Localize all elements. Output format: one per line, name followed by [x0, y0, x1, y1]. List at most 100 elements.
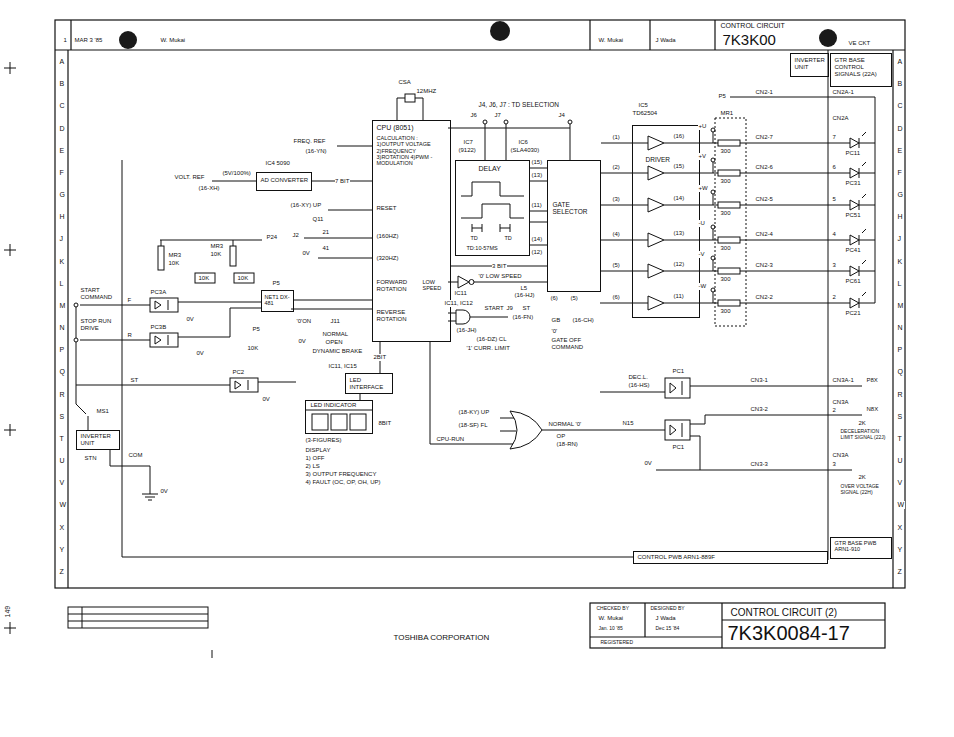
circuit-label: CN3-1 [750, 377, 768, 384]
edge-label: 2BIT [373, 354, 387, 361]
led-digit [312, 414, 366, 430]
resistor-symbol [230, 246, 236, 266]
circuit-label: PC2 [232, 369, 245, 376]
pin-label: 300 [720, 148, 731, 155]
circuit-label: CN2A [832, 115, 849, 122]
circuit-label: CONTROL CIRCUIT [720, 22, 785, 30]
node-text: DELAY [478, 165, 501, 173]
circuit-label: 4) FAULT (OC, OP, OH, UP) [305, 479, 381, 486]
wire [212, 181, 256, 182]
wire [305, 410, 373, 411]
circuit-label: P24 [266, 234, 278, 241]
wire [828, 173, 850, 174]
circuit-label: (16-HS) [628, 382, 650, 389]
led-symbol [862, 162, 866, 166]
wire [178, 308, 261, 337]
punch-hole [119, 21, 837, 49]
node-text: INVERTER UNIT [80, 433, 117, 447]
wire [76, 97, 875, 500]
opto-coupler [150, 298, 690, 440]
circuit-label: CHECKED BY [596, 606, 630, 612]
circuit-label: 0V [298, 338, 306, 345]
wire [233, 240, 234, 246]
circuit-label: Jan. 10 '85 [598, 626, 623, 632]
circuit-label: CN3-2 [750, 406, 768, 413]
circuit-label: (16-FN) [512, 314, 534, 321]
circuit-label: DESIGNED BY [650, 606, 685, 612]
circuit-label: 2) LS [305, 463, 320, 470]
node-text: INVERTER UNIT [794, 57, 826, 71]
circuit-label: 2 [832, 407, 836, 414]
crystal [397, 94, 423, 120]
wire [740, 173, 828, 174]
circuit-label: PC3A [150, 289, 167, 296]
wire [828, 386, 862, 387]
title-block [721, 603, 722, 648]
board-label: CONTROL PWB ARN1-889F [633, 551, 828, 564]
revision-box [68, 607, 208, 628]
wire [875, 97, 876, 303]
revision-box [68, 607, 208, 628]
opto-coupler [682, 381, 683, 395]
wire [500, 431, 516, 432]
grid-letter: X [897, 524, 903, 532]
grid-letter: S [897, 413, 903, 421]
sheet-frame [67, 50, 68, 588]
node-text: (320HZ) [376, 255, 417, 262]
wire [80, 340, 150, 341]
pin-label: (4) [612, 231, 620, 238]
mr1-outline [715, 118, 746, 326]
title-block [722, 619, 885, 620]
circuit-label: J11 [330, 318, 340, 325]
opto-coupler [665, 378, 690, 398]
wire [730, 97, 875, 98]
resistor-symbol [158, 246, 164, 270]
circuit-label: DEC.L. [628, 374, 648, 381]
led-symbol [850, 138, 859, 148]
jumper [448, 120, 572, 160]
pin-label: 7 [832, 134, 836, 141]
resistor-symbol [718, 237, 740, 243]
pin-label: (6) [612, 294, 620, 301]
wire [859, 205, 875, 206]
grid-letter: F [59, 169, 64, 177]
crystal [405, 94, 415, 102]
node-text: GTR BASE PWB ARN1-910 [834, 540, 889, 553]
circuit-label: (18-RN) [556, 441, 578, 448]
wire [161, 240, 162, 246]
wire [664, 143, 718, 144]
signal-header: GTR BASE CONTROL SIGNALS (22A) [830, 53, 892, 87]
board-label: GTR BASE PWB ARN1-910 [830, 537, 892, 559]
title-block [590, 603, 885, 648]
node-text: GTR BASE CONTROL SIGNALS (22A) [834, 57, 889, 78]
led-digit [331, 414, 347, 430]
title-block [644, 603, 645, 637]
led-symbol [862, 229, 866, 233]
revision-box [68, 621, 208, 622]
margin-tick [212, 650, 213, 658]
circuit-label: F [127, 297, 132, 304]
circuit-label: (9122) [458, 147, 476, 154]
circuit-label: 1) OFF [305, 455, 325, 462]
grid-letter: D [59, 125, 65, 133]
wire [690, 415, 828, 424]
circuit-label: IC6 [518, 139, 528, 146]
wire [160, 240, 262, 241]
grid-letter: G [897, 191, 903, 199]
led-digit [312, 414, 328, 430]
grid-letter: Z [897, 568, 902, 576]
wire [828, 143, 850, 144]
circuit-label: J7 [494, 112, 501, 119]
circuit-label: START [484, 305, 504, 312]
network-box: NET1 DX-481 [261, 290, 294, 312]
circuit-label: DISPLAY [305, 447, 331, 454]
circuit-label: 10K [168, 260, 180, 267]
wire [632, 271, 648, 272]
sheet-frame [70, 20, 71, 50]
circuit-label: (11) [531, 202, 542, 209]
circuit-label: 0V [196, 350, 204, 357]
title-block [590, 603, 885, 648]
circuit-label: 1 [63, 37, 67, 44]
grid-letter: L [897, 280, 902, 288]
board-outline [828, 50, 829, 560]
